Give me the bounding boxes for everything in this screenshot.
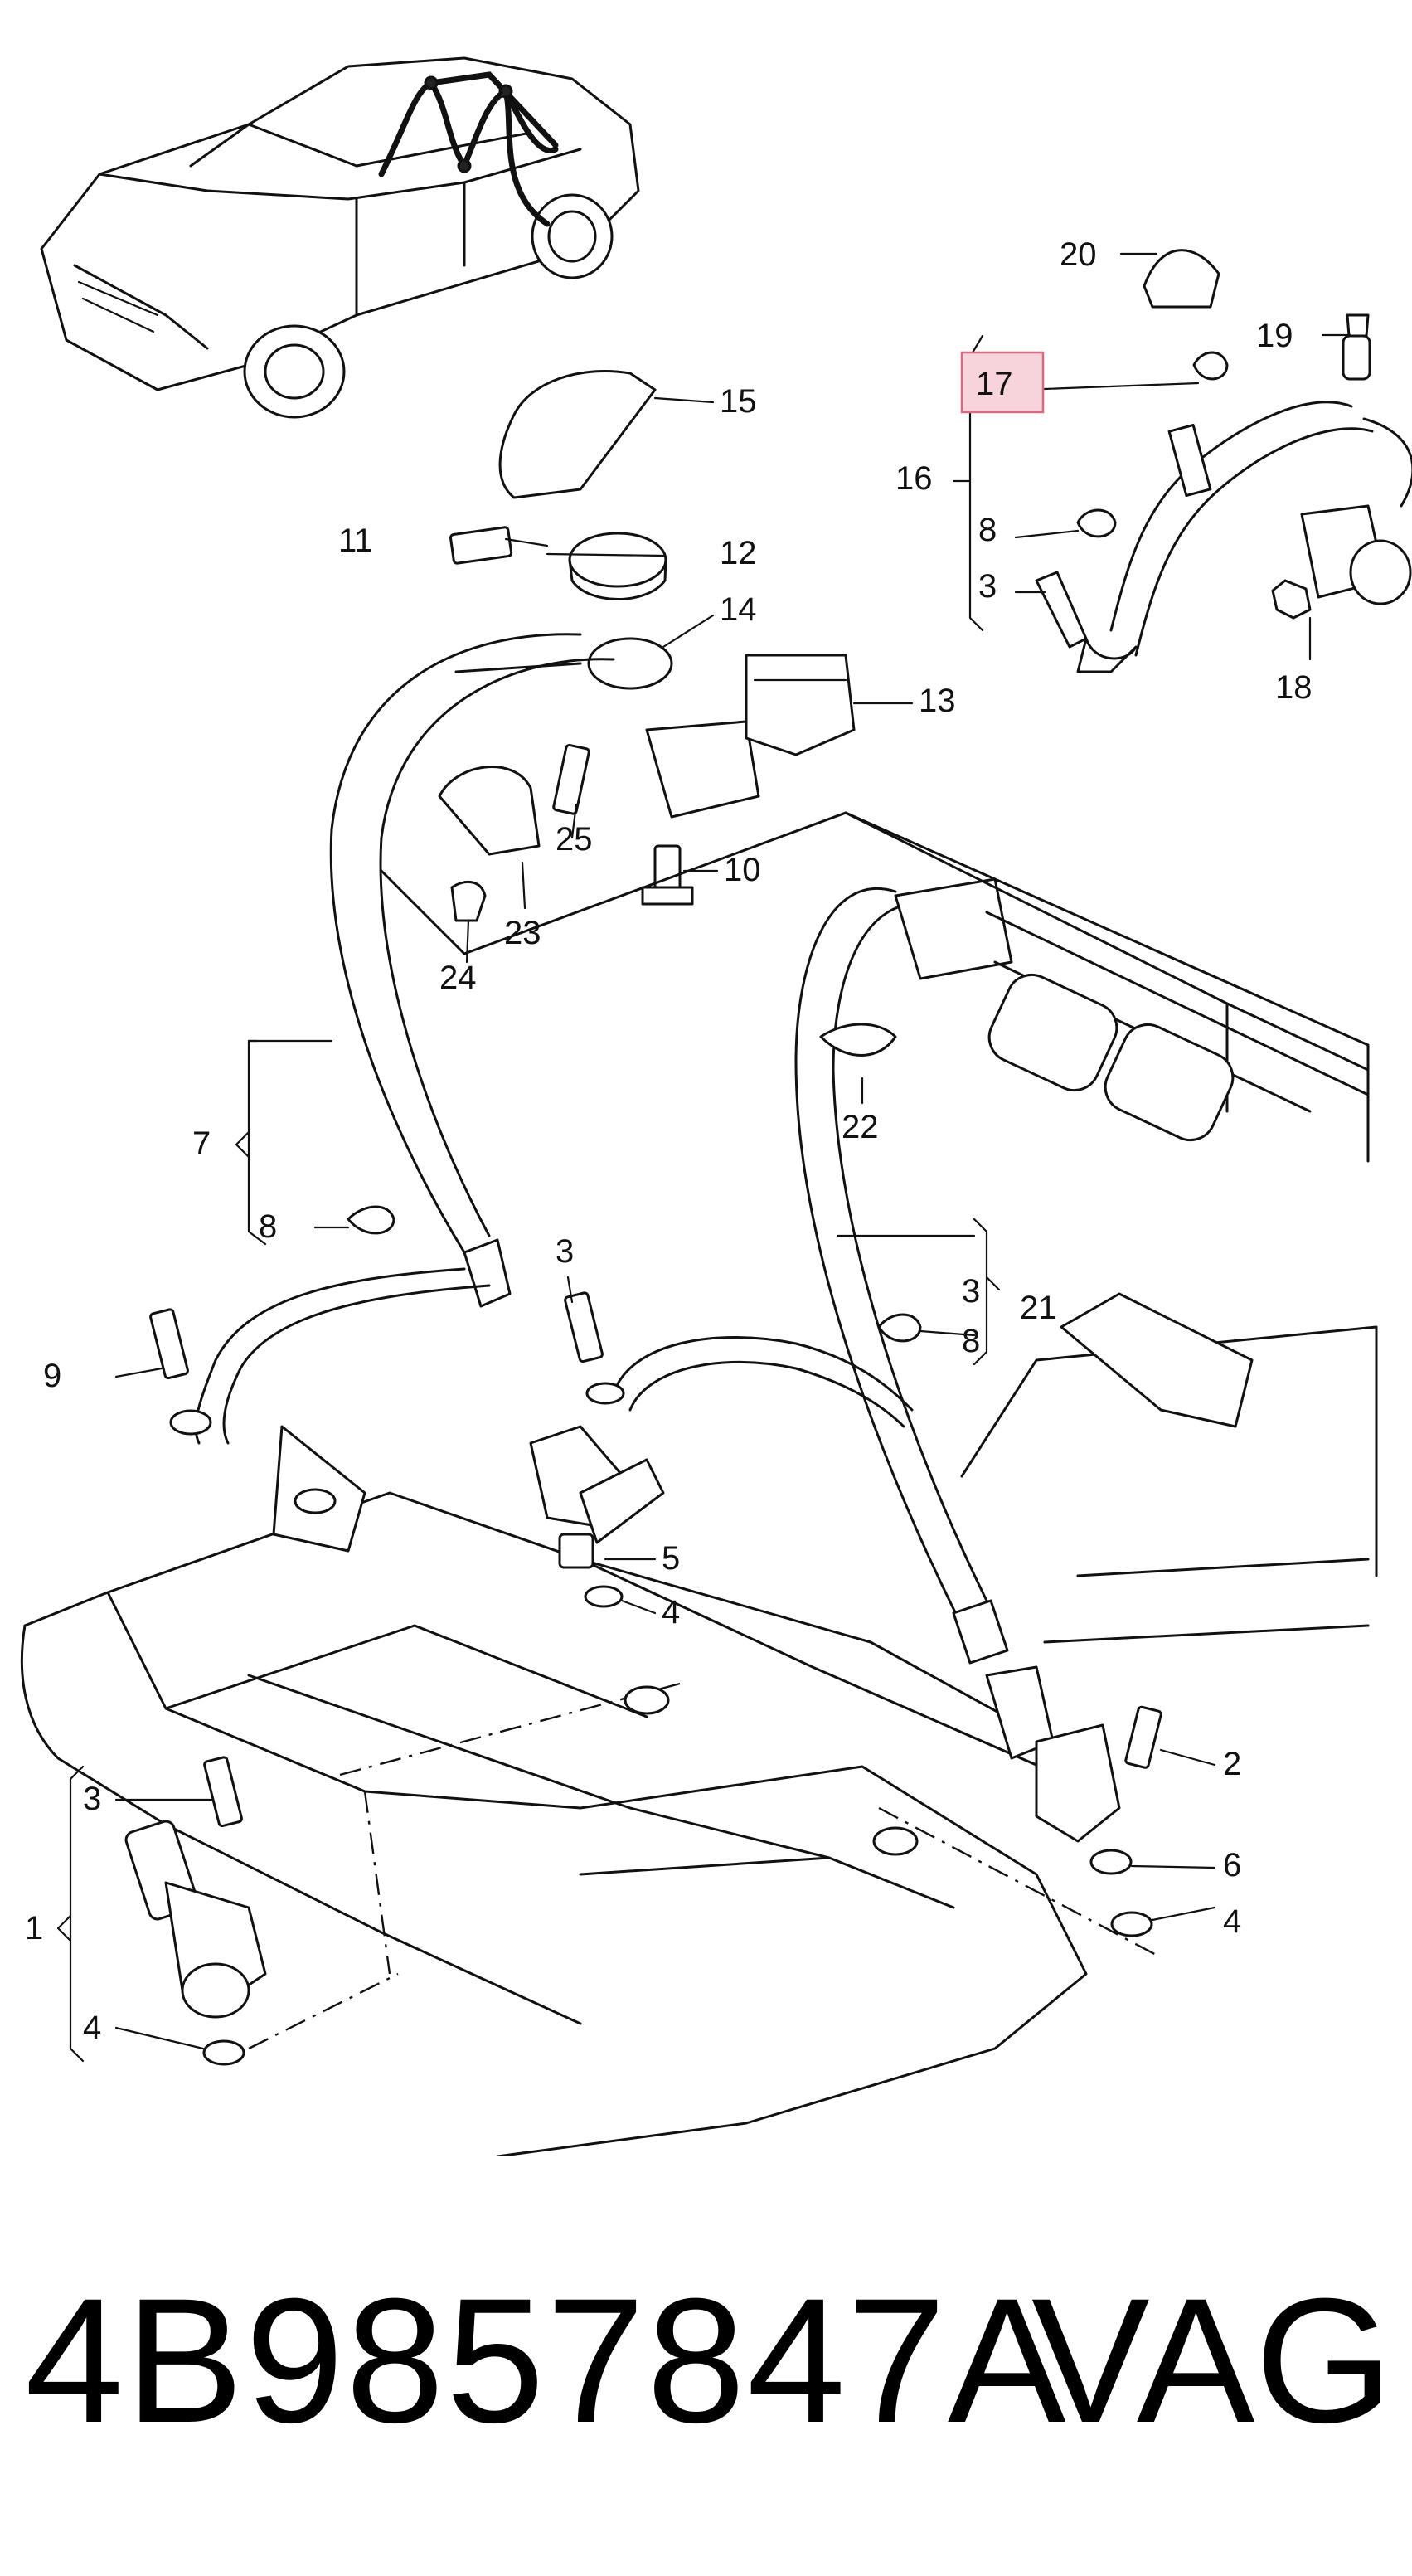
callout-22: 22 (842, 1109, 879, 1145)
callout-3-center: 3 (556, 1233, 574, 1270)
callout-24: 24 (439, 960, 477, 996)
callout-4-right: 4 (1223, 1903, 1241, 1940)
callout-8-top: 8 (978, 512, 997, 548)
callout-20: 20 (1060, 236, 1097, 273)
callout-18: 18 (1275, 669, 1313, 706)
callout-3-top: 3 (978, 568, 997, 605)
buckles-and-fasteners (124, 1023, 1162, 2066)
callout-6: 6 (1223, 1847, 1241, 1883)
callout-16: 16 (895, 460, 933, 497)
callout-11: 11 (338, 522, 373, 559)
callout-labels: 17 20 19 16 8 3 18 15 11 12 14 13 25 10 … (25, 236, 1313, 2046)
callout-14: 14 (720, 591, 757, 628)
callout-8-right: 8 (962, 1323, 980, 1359)
car-overview-illustration (40, 56, 640, 419)
part-number: 4B9857847A (25, 2262, 1068, 2460)
belts-and-floor (20, 633, 1378, 2156)
callout-21: 21 (1020, 1290, 1057, 1326)
callout-3-left: 3 (83, 1781, 101, 1817)
leader-lines (56, 252, 1351, 2063)
seat-belt-exploded-diagram: 17 20 19 16 8 3 18 15 11 12 14 13 25 10 … (20, 56, 1412, 2156)
callout-15: 15 (720, 383, 757, 420)
callout-13: 13 (919, 683, 956, 719)
callout-4-left: 4 (83, 2010, 101, 2046)
callout-4-center: 4 (662, 1594, 680, 1631)
callout-10: 10 (724, 852, 761, 888)
callout-9: 9 (43, 1358, 61, 1394)
callout-19: 19 (1256, 318, 1293, 354)
callout-2: 2 (1223, 1746, 1241, 1782)
callout-23: 23 (504, 915, 541, 951)
callout-17-highlight (960, 351, 1045, 414)
footer: 4B9857847A VAG (25, 2272, 1393, 2488)
callout-8-left: 8 (259, 1208, 277, 1245)
callout-17: 17 (976, 366, 1013, 402)
upper-center-parts (438, 369, 856, 922)
callout-12: 12 (720, 535, 757, 571)
callout-1: 1 (25, 1910, 43, 1947)
callout-3-right: 3 (962, 1273, 980, 1310)
callout-5: 5 (662, 1540, 680, 1577)
brand-name: VAG (1031, 2262, 1393, 2460)
callout-7: 7 (192, 1125, 211, 1162)
belt-assembly-16 (952, 249, 1412, 673)
callout-25: 25 (556, 821, 593, 858)
